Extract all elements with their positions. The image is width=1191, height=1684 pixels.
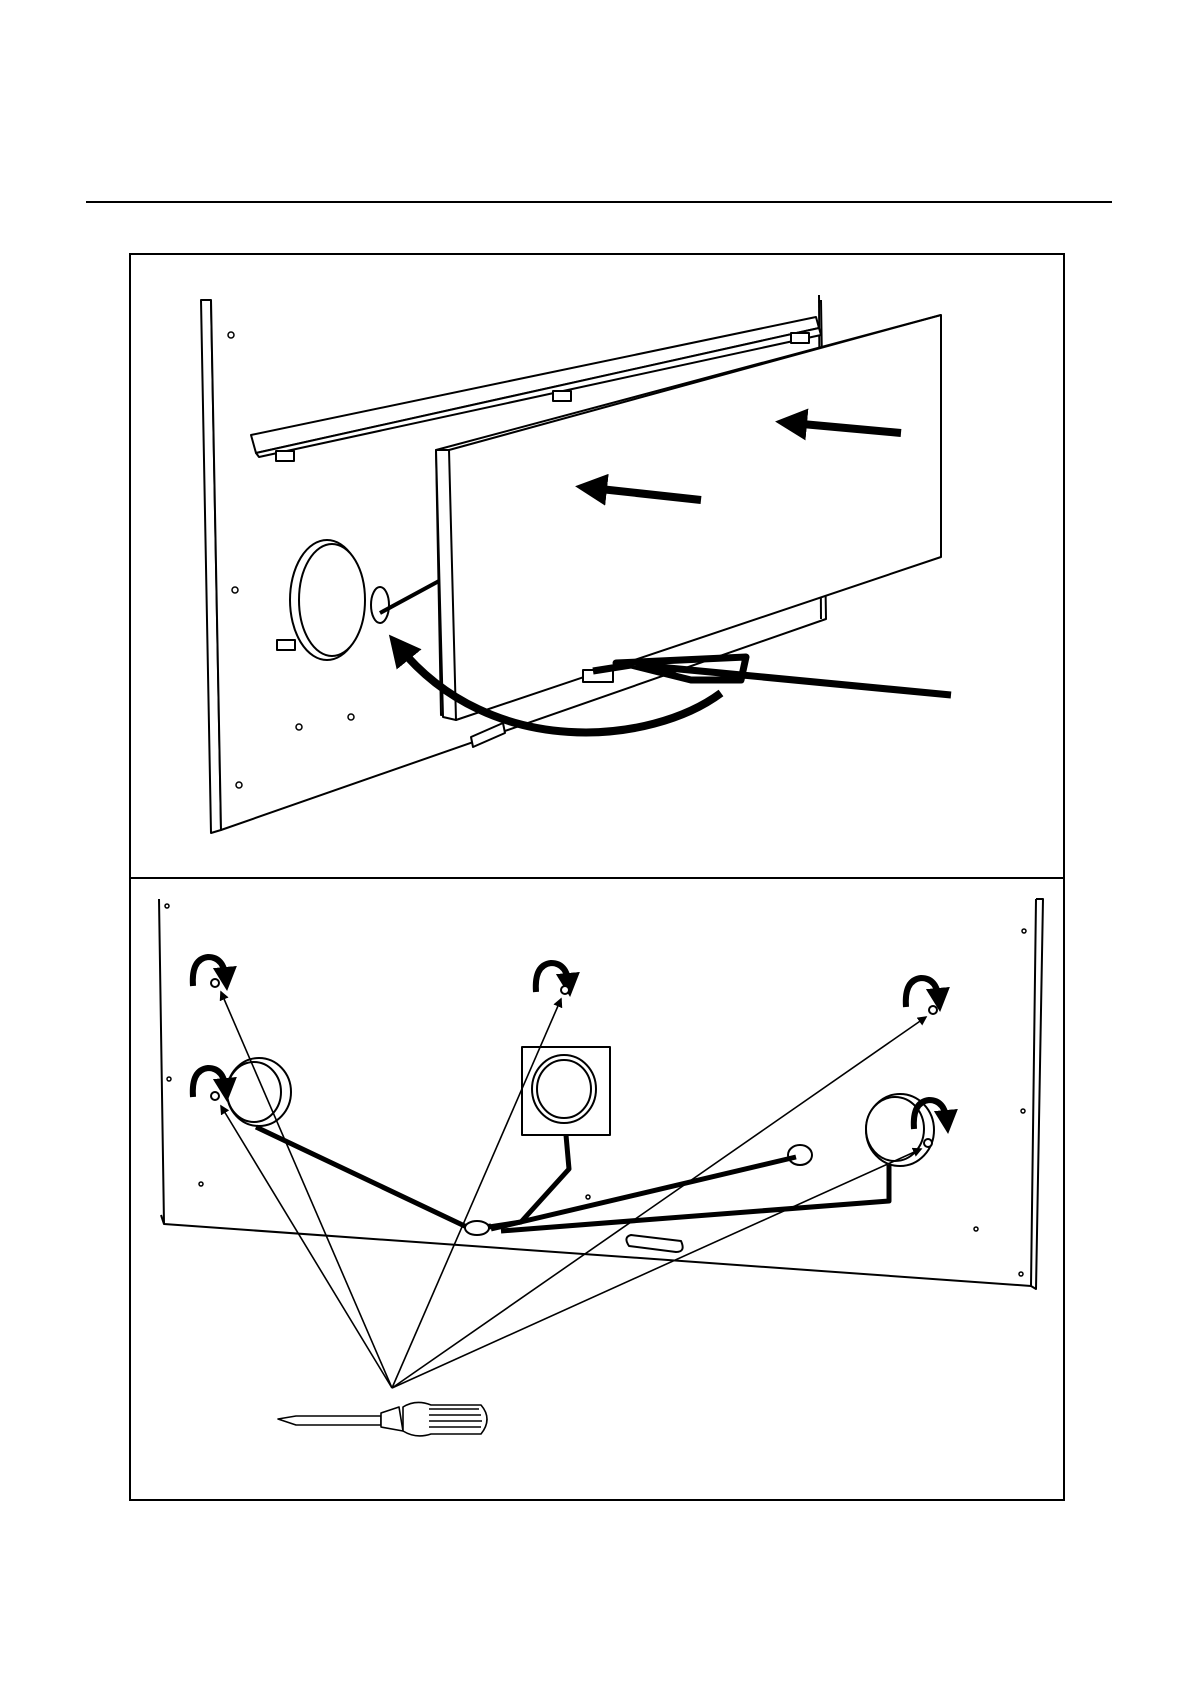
- figure-panel-bottom: [129, 877, 1065, 1501]
- screwdriver-icon: [278, 1402, 487, 1435]
- header-rule: [86, 201, 1112, 203]
- screw-top-right: [929, 1006, 937, 1014]
- screw-bottom-right: [924, 1139, 932, 1147]
- screw-top-center: [561, 986, 569, 994]
- assembly-illustration-bottom: [131, 879, 1063, 1499]
- assembly-illustration-top: [131, 255, 1063, 877]
- left-fitting: [227, 1058, 291, 1126]
- figure-panel-top: [129, 253, 1065, 879]
- screw-mid-left: [211, 1092, 219, 1100]
- cable-hole: [788, 1145, 812, 1165]
- screw-top-left: [211, 979, 219, 987]
